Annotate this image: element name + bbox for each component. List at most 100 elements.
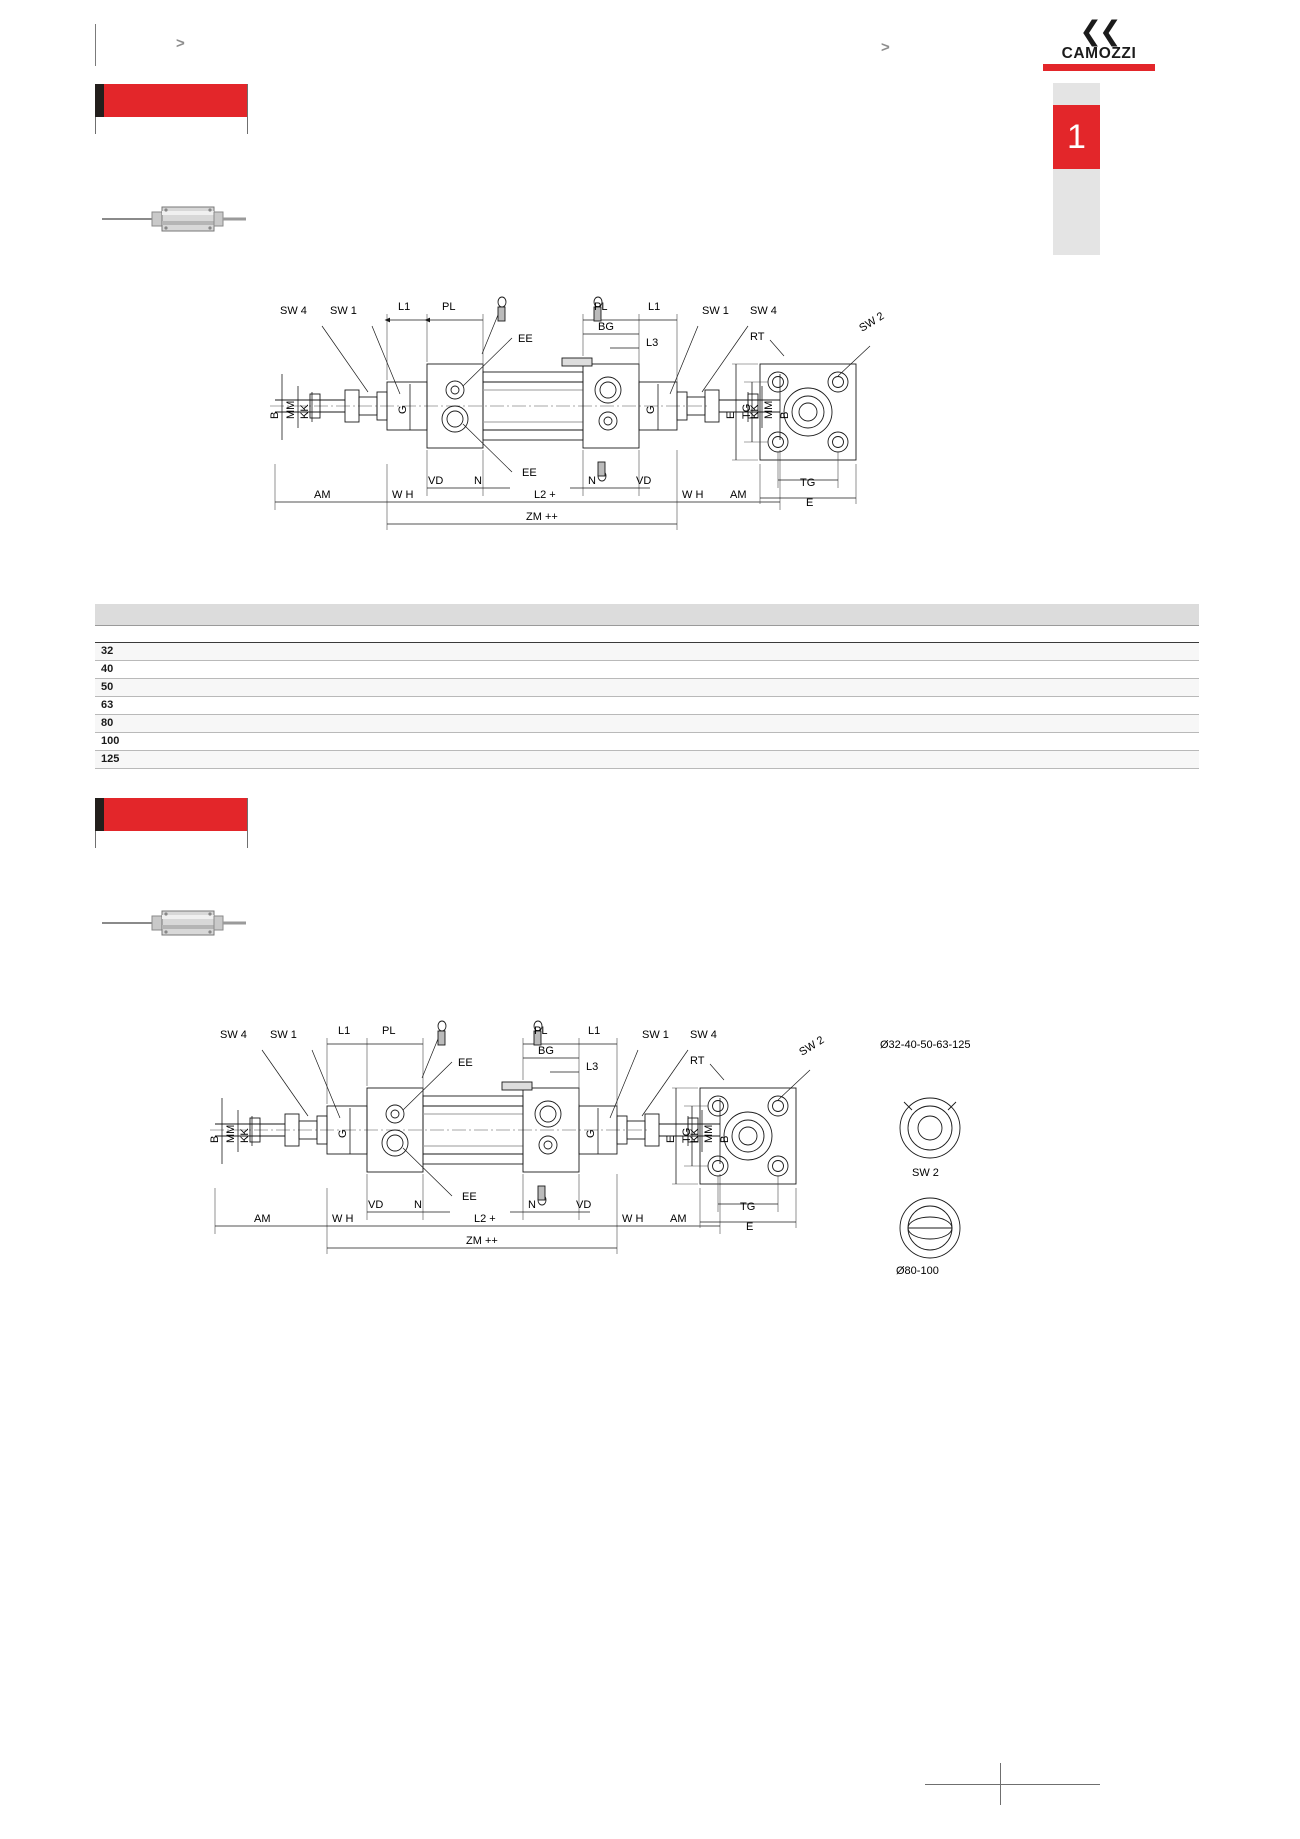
sub-c9	[690, 625, 747, 643]
table-subheader-row	[95, 625, 1199, 643]
cell	[407, 660, 465, 679]
cell	[351, 678, 408, 697]
callout-am-right: AM	[730, 489, 747, 501]
cell	[916, 750, 973, 769]
cell	[633, 714, 691, 733]
cell	[351, 696, 408, 715]
logo-wordmark: CAMOZZI	[1061, 45, 1137, 62]
th-c7	[577, 604, 634, 626]
cell	[690, 732, 747, 751]
cell	[1085, 750, 1143, 769]
cell	[1029, 678, 1086, 697]
th-c5	[464, 604, 521, 626]
sub-c12	[859, 625, 917, 643]
cell	[520, 642, 578, 661]
sub-c13	[916, 625, 973, 643]
th-c15	[1029, 604, 1086, 626]
table-header-row	[95, 604, 1199, 626]
cell	[972, 696, 1030, 715]
cell	[351, 714, 408, 733]
cell	[1085, 642, 1143, 661]
cell	[238, 660, 295, 679]
callout-l1-right: L1	[588, 1025, 600, 1037]
sub-c8	[633, 625, 691, 643]
cell	[464, 660, 521, 679]
cell	[238, 750, 295, 769]
cell	[972, 732, 1030, 751]
chapter-tab-top	[1053, 83, 1100, 105]
callout-tg-horiz: TG	[740, 1201, 755, 1213]
cell	[803, 714, 860, 733]
logo-mark-icon: ❮❮	[1079, 16, 1121, 47]
callout-tg-vert: TG	[741, 404, 753, 419]
callout-e-left: E	[665, 1136, 677, 1143]
callout-e-horiz: E	[746, 1221, 753, 1233]
callout-sw4-right: SW 4	[750, 305, 777, 317]
callout-ee-left: EE	[458, 1057, 473, 1069]
table-row: 40	[95, 660, 1199, 679]
cell-bore: 125	[95, 750, 238, 769]
callout-n-left: N	[474, 475, 482, 487]
callout-vd-left: VD	[428, 475, 443, 487]
cell	[464, 642, 521, 661]
cell	[746, 714, 804, 733]
technical-drawing-2: SW 4 SW 1 B MM KK G L1 PL EE BG L3 PL L1…	[209, 1020, 971, 1277]
table-body-1: 32 40 50 63 80 100 125	[95, 642, 1199, 769]
cell	[916, 696, 973, 715]
sub-c14	[972, 625, 1030, 643]
cell	[238, 732, 295, 751]
cell	[916, 714, 973, 733]
cell	[859, 732, 917, 751]
cell	[746, 642, 804, 661]
cell	[1142, 642, 1199, 661]
cell	[577, 732, 634, 751]
cell	[803, 750, 860, 769]
callout-n-left: N	[414, 1199, 422, 1211]
cell	[238, 714, 295, 733]
cell	[520, 750, 578, 769]
callout-b-right: B	[719, 1136, 731, 1143]
callout-l2: L2 +	[534, 489, 556, 501]
cell	[803, 642, 860, 661]
callout-l3: L3	[646, 337, 658, 349]
cell	[464, 678, 521, 697]
cell	[351, 660, 408, 679]
cell	[746, 696, 804, 715]
table-row: 100	[95, 732, 1199, 751]
cell-bore: 40	[95, 660, 238, 679]
cell	[746, 678, 804, 697]
cell	[1142, 714, 1199, 733]
cell	[294, 714, 352, 733]
section-1-title-rule-right	[247, 84, 249, 134]
callout-l1-right: L1	[648, 301, 660, 313]
cell	[972, 714, 1030, 733]
cell	[294, 732, 352, 751]
table-row: 125	[95, 750, 1199, 769]
cell	[803, 732, 860, 751]
cell	[407, 696, 465, 715]
callout-am-left: AM	[254, 1213, 271, 1225]
callout-g-right: G	[645, 405, 657, 414]
cell	[464, 714, 521, 733]
th-c10	[746, 604, 804, 626]
cell	[1085, 732, 1143, 751]
cell	[916, 660, 973, 679]
chapter-tab-bottom	[1053, 169, 1100, 255]
cell	[351, 750, 408, 769]
cell	[407, 714, 465, 733]
footer-rule	[925, 1784, 1100, 1785]
cell-bore: 80	[95, 714, 238, 733]
cell	[690, 642, 747, 661]
cell	[859, 678, 917, 697]
callout-ee-left: EE	[518, 333, 533, 345]
sub-c7	[577, 625, 634, 643]
callout-n-right: N	[528, 1199, 536, 1211]
cell	[407, 678, 465, 697]
callout-mm-right: MM	[763, 401, 775, 419]
callout-am-left: AM	[314, 489, 331, 501]
th-c12	[859, 604, 917, 626]
callout-am-right: AM	[670, 1213, 687, 1225]
footer-vertical-rule	[1000, 1763, 1001, 1805]
cell	[520, 660, 578, 679]
